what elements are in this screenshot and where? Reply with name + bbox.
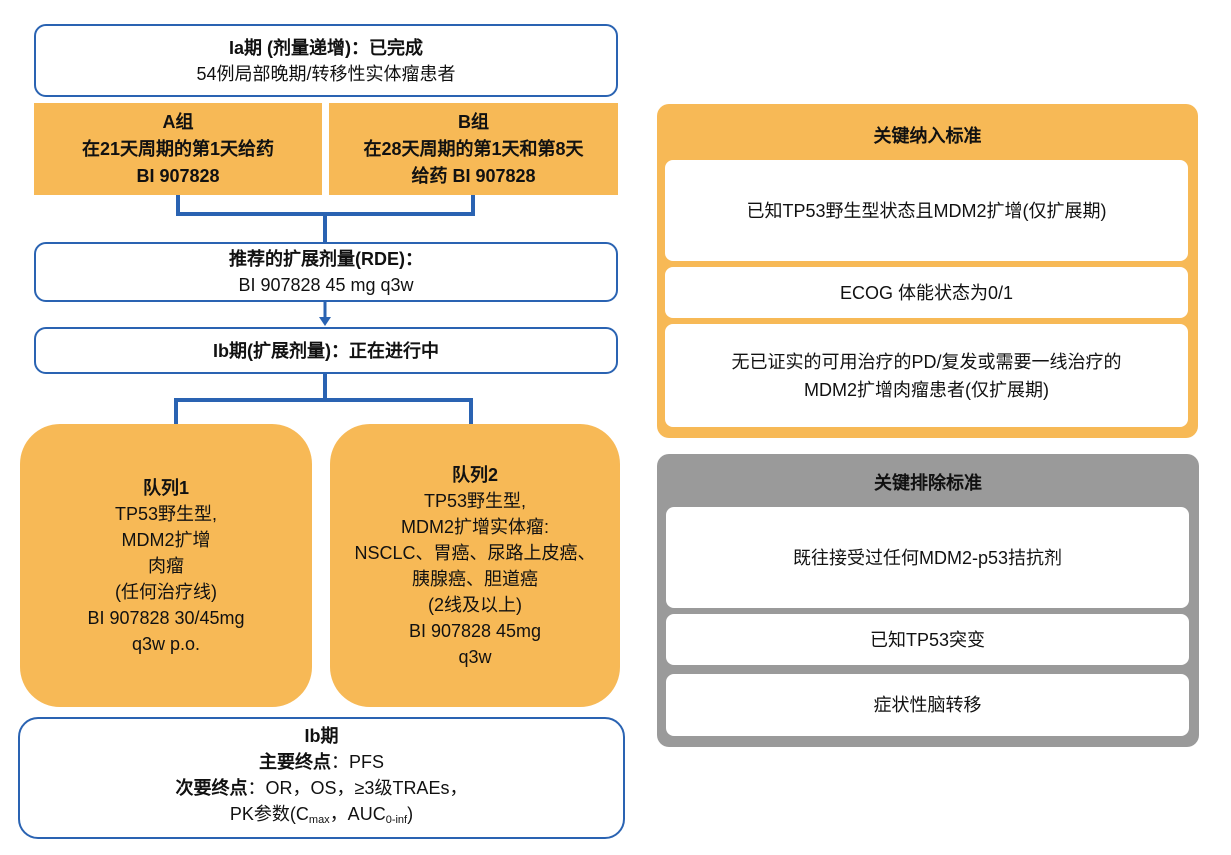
rde-title: 推荐的扩展剂量(RDE)： — [229, 249, 423, 269]
cohort-2-title: 队列2 — [451, 464, 498, 485]
rde-value: BI 907828 45 mg q3w — [238, 275, 414, 295]
primary-endpoint: 主要终点：PFS — [259, 749, 384, 775]
pk-prefix: PK参数(C — [229, 804, 309, 824]
phase-ia-title: Ia期 (剂量递增)：已完成 — [228, 37, 423, 58]
cohort-2-line: 胰腺癌、胆道癌 — [412, 568, 538, 589]
inclusion-item-text: ECOG 体能状态为0/1 — [839, 282, 1014, 303]
inclusion-item-text: 已知TP53野生型状态且MDM2扩增(仅扩展期) — [746, 200, 1107, 221]
rde-box: 推荐的扩展剂量(RDE)： BI 907828 45 mg q3w — [34, 242, 618, 302]
cohort-1-line: 肉瘤 — [148, 555, 184, 576]
exclusion-item: 既往接受过任何MDM2-p53拮抗剂 — [666, 507, 1189, 608]
primary-endpoint-label: 主要终点 — [258, 752, 331, 772]
cohort-2-box: 队列2 TP53野生型, MDM2扩增实体瘤: NSCLC、胃癌、尿路上皮癌、 … — [330, 424, 620, 707]
cohort-1-line: TP53野生型, — [114, 503, 218, 524]
phase-ia-box: Ia期 (剂量递增)：已完成 54例局部晚期/转移性实体瘤患者 — [34, 24, 618, 97]
phase-ib-box: Ib期(扩展剂量)：正在进行中 — [34, 327, 618, 374]
inclusion-item-text: 无已证实的可用治疗的PD/复发或需要一线治疗的MDM2扩增肉瘤患者(仅扩展期) — [731, 351, 1122, 400]
cohort-2-line: (2线及以上) — [428, 594, 522, 615]
pk-suffix: ) — [407, 804, 414, 824]
exclusion-item-text: 既往接受过任何MDM2-p53拮抗剂 — [792, 547, 1063, 568]
exclusion-panel: 关键排除标准 既往接受过任何MDM2-p53拮抗剂 已知TP53突变 症状性脑转… — [657, 454, 1199, 747]
pk-sub-max: max — [308, 814, 330, 826]
cohort-2-line: q3w — [458, 646, 492, 667]
exclusion-item-text: 症状性脑转移 — [873, 695, 982, 715]
cohort-1-line: q3w p.o. — [131, 633, 201, 654]
exclusion-title: 关键排除标准 — [874, 473, 982, 493]
group-a-line2: 在21天周期的第1天给药 — [81, 138, 275, 159]
inclusion-item: 无已证实的可用治疗的PD/复发或需要一线治疗的MDM2扩增肉瘤患者(仅扩展期) — [665, 324, 1188, 427]
cohort-2-line: MDM2扩增实体瘤: — [401, 516, 549, 537]
pk-sub-inf: 0-inf — [385, 814, 408, 826]
secondary-endpoint-value: ：OR，OS，≥3级TRAEs， — [247, 778, 468, 798]
cohort-1-title: 队列1 — [142, 477, 189, 498]
exclusion-item: 已知TP53突变 — [666, 614, 1189, 665]
group-b-line3: 给药 BI 907828 — [411, 165, 536, 186]
primary-endpoint-value: ：PFS — [330, 752, 384, 772]
pk-mid: ，AUC — [329, 804, 386, 824]
phase-ib-title: Ib期(扩展剂量)：正在进行中 — [213, 340, 439, 361]
group-a-line3: BI 907828 — [136, 165, 220, 186]
cohort-1-line: (任何治疗线) — [115, 581, 217, 602]
endpoints-box: Ib期 主要终点：PFS 次要终点：OR，OS，≥3级TRAEs， PK参数(C… — [18, 717, 625, 839]
group-b-box: B组 在28天周期的第1天和第8天 给药 BI 907828 — [329, 103, 618, 195]
cohort-2-line: BI 907828 45mg — [408, 620, 542, 641]
group-a-line1: A组 — [162, 111, 194, 132]
group-a-box: A组 在21天周期的第1天给药 BI 907828 — [34, 103, 322, 195]
endpoints-title: Ib期 — [304, 726, 339, 746]
secondary-endpoint: 次要终点：OR，OS，≥3级TRAEs， — [176, 775, 468, 801]
cohort-2-line: TP53野生型, — [423, 490, 527, 511]
inclusion-item: 已知TP53野生型状态且MDM2扩增(仅扩展期) — [665, 160, 1188, 261]
exclusion-item: 症状性脑转移 — [666, 674, 1189, 736]
cohort-1-line: BI 907828 30/45mg — [87, 607, 245, 628]
inclusion-panel: 关键纳入标准 已知TP53野生型状态且MDM2扩增(仅扩展期) ECOG 体能状… — [657, 104, 1198, 438]
phase-ia-subtitle: 54例局部晚期/转移性实体瘤患者 — [196, 63, 456, 84]
inclusion-item: ECOG 体能状态为0/1 — [665, 267, 1188, 318]
connector-cohorts — [174, 398, 473, 424]
cohort-1-line: MDM2扩增 — [121, 529, 211, 550]
exclusion-item-text: 已知TP53突变 — [869, 629, 986, 650]
secondary-endpoint-label: 次要终点 — [175, 778, 248, 798]
cohort-1-box: 队列1 TP53野生型, MDM2扩增 肉瘤 (任何治疗线) BI 907828… — [20, 424, 312, 707]
arrow-head — [319, 317, 331, 326]
inclusion-title: 关键纳入标准 — [873, 126, 982, 146]
connector-groups — [176, 194, 475, 216]
group-b-line1: B组 — [458, 111, 489, 132]
group-b-line2: 在28天周期的第1天和第8天 — [363, 138, 584, 159]
cohort-2-line: NSCLC、胃癌、尿路上皮癌、 — [354, 542, 596, 563]
pk-parameters: PK参数(Cmax，AUC0-inf) — [230, 801, 413, 833]
